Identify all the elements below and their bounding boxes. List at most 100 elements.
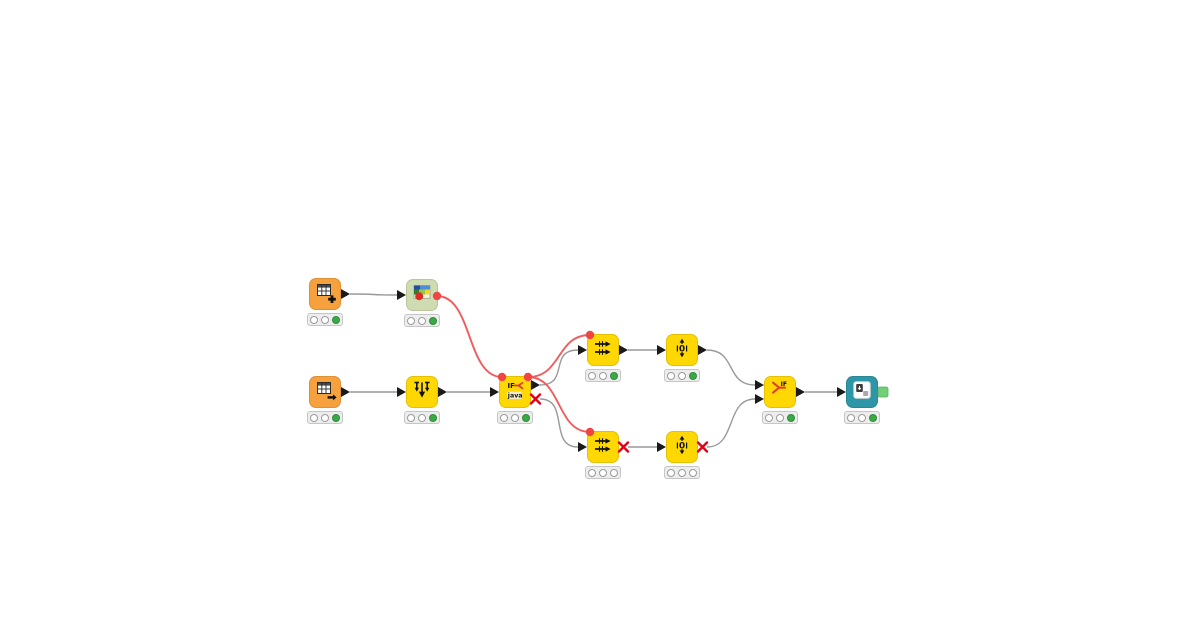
input-port[interactable] — [397, 290, 406, 300]
node-end-if[interactable]: IF — [764, 376, 796, 408]
output-port[interactable] — [796, 387, 805, 397]
table-sort-view-icon — [850, 378, 874, 406]
node-table-view[interactable] — [846, 376, 878, 408]
sort-down-icon — [410, 378, 434, 406]
status-light-green — [429, 316, 437, 325]
data-connection-java-if-to-row-filter-bottom[interactable] — [539, 398, 579, 448]
status-light-green — [332, 413, 340, 422]
input-port[interactable] — [755, 380, 764, 390]
input-port[interactable] — [578, 345, 587, 355]
data-connection-binner-top-to-end-if[interactable] — [706, 349, 756, 386]
data-connection-table-creator-to-color-manager[interactable] — [349, 293, 398, 296]
output-port[interactable] — [341, 387, 350, 397]
status-light-off — [588, 468, 596, 477]
status-light-off — [500, 413, 508, 422]
status-light-off — [407, 413, 415, 422]
binner-icon: 0 — [670, 433, 694, 461]
status-light-off — [667, 371, 675, 380]
flow-variable-port[interactable] — [585, 330, 595, 340]
svg-text:0: 0 — [679, 441, 685, 451]
node-status-traffic-light — [664, 466, 700, 479]
status-light-off — [667, 468, 675, 477]
status-light-off — [858, 413, 866, 422]
status-light-off — [407, 316, 415, 325]
flow-variable-connection-java-if-to-row-filter-top[interactable] — [527, 334, 591, 378]
flow-variable-port[interactable] — [523, 372, 533, 382]
status-light-off — [610, 468, 618, 477]
flow-variable-connection-color-manager-to-java-if[interactable] — [436, 295, 503, 378]
inactive-output-port-x-icon[interactable] — [617, 441, 630, 453]
node-status-traffic-light — [307, 313, 343, 326]
view-output-port[interactable] — [877, 386, 889, 398]
color-table-icon — [410, 281, 434, 309]
status-light-off — [310, 413, 318, 422]
node-row-filter-bottom[interactable] — [587, 431, 619, 463]
node-table-reader[interactable] — [309, 376, 341, 408]
svg-text:IF: IF — [508, 382, 516, 390]
node-color-manager[interactable] — [406, 279, 438, 311]
output-port[interactable] — [619, 345, 628, 355]
node-status-traffic-light — [585, 466, 621, 479]
status-light-off — [310, 315, 318, 324]
end-if-icon: IF — [768, 378, 792, 406]
node-sorter[interactable] — [406, 376, 438, 408]
node-status-traffic-light — [404, 314, 440, 327]
status-light-off — [511, 413, 519, 422]
node-java-if[interactable]: IF java — [499, 376, 531, 408]
status-light-off — [689, 468, 697, 477]
binner-icon: 0 — [670, 336, 694, 364]
status-light-off — [418, 316, 426, 325]
output-port[interactable] — [531, 380, 540, 390]
status-light-green — [689, 371, 697, 380]
status-light-green — [869, 413, 877, 422]
status-light-green — [429, 413, 437, 422]
node-binner-top[interactable]: 0 — [666, 334, 698, 366]
status-light-off — [599, 371, 607, 380]
java-if-icon: IF java — [503, 378, 527, 406]
input-port[interactable] — [657, 442, 666, 452]
node-status-traffic-light — [844, 411, 880, 424]
input-port[interactable] — [837, 387, 846, 397]
row-filter-icon — [591, 336, 615, 364]
flow-variable-port[interactable] — [497, 372, 507, 382]
input-port[interactable] — [490, 387, 499, 397]
inactive-output-port-x-icon[interactable] — [529, 393, 542, 405]
input-port[interactable] — [397, 387, 406, 397]
flow-variable-connection-java-if-to-row-filter-bottom[interactable] — [527, 376, 591, 433]
input-port[interactable] — [755, 394, 764, 404]
output-port[interactable] — [438, 387, 447, 397]
node-status-traffic-light — [664, 369, 700, 382]
table-arrow-icon — [313, 378, 337, 406]
node-status-traffic-light — [762, 411, 798, 424]
node-binner-bottom[interactable]: 0 — [666, 431, 698, 463]
status-light-off — [678, 371, 686, 380]
svg-text:java: java — [507, 393, 523, 400]
status-light-off — [765, 413, 773, 422]
data-connection-binner-bottom-to-end-if[interactable] — [706, 398, 756, 448]
output-port[interactable] — [341, 289, 350, 299]
status-light-off — [776, 413, 784, 422]
inactive-output-port-x-icon[interactable] — [696, 441, 709, 453]
status-light-green — [522, 413, 530, 422]
node-status-traffic-light — [497, 411, 533, 424]
node-row-filter-top[interactable] — [587, 334, 619, 366]
flow-variable-port[interactable] — [585, 427, 595, 437]
status-light-green — [787, 413, 795, 422]
data-connection-java-if-to-row-filter-top[interactable] — [539, 349, 579, 386]
status-light-off — [588, 371, 596, 380]
status-light-off — [847, 413, 855, 422]
status-light-off — [599, 468, 607, 477]
status-light-off — [321, 413, 329, 422]
svg-text:0: 0 — [679, 344, 685, 354]
row-filter-icon — [591, 433, 615, 461]
output-port[interactable] — [698, 345, 707, 355]
flow-variable-port[interactable] — [432, 291, 442, 301]
input-port[interactable] — [657, 345, 666, 355]
node-table-creator[interactable] — [309, 278, 341, 310]
input-port[interactable] — [578, 442, 587, 452]
svg-text:IF: IF — [781, 381, 788, 388]
status-light-off — [678, 468, 686, 477]
